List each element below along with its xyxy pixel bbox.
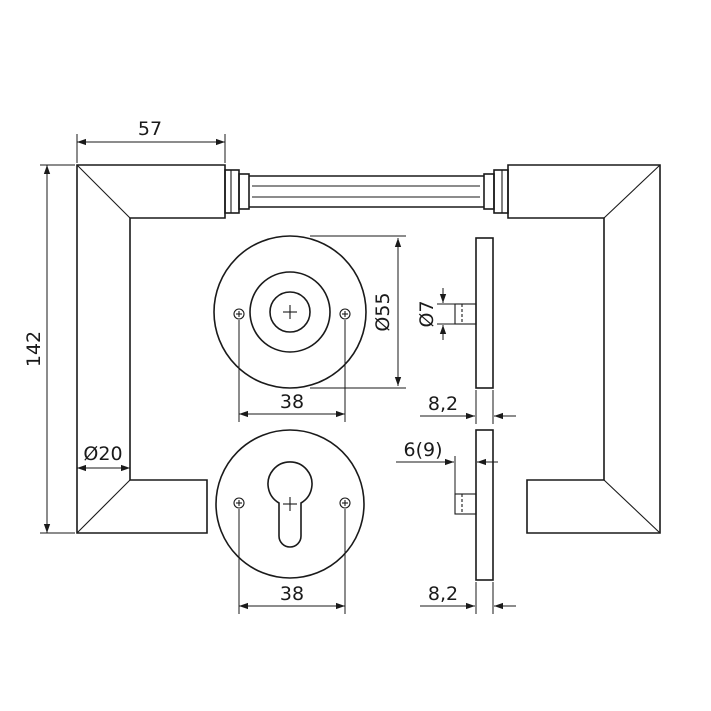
dimension-screw-spacing-cylinder: 38 — [238, 509, 346, 614]
dimension-rose-thickness-bottom: 8,2 — [420, 582, 516, 614]
label-height: 142 — [23, 331, 45, 367]
label-handle-diameter: Ø20 — [83, 443, 122, 465]
screw-right — [339, 308, 351, 320]
label-rose-thickness-top: 8,2 — [428, 393, 458, 415]
label-spindle-offset: 6(9) — [403, 439, 442, 461]
dimension-lever-length: 57 — [76, 118, 226, 163]
dimension-handle-diameter: Ø20 — [77, 443, 130, 472]
dimension-screw-spacing-round: 38 — [238, 320, 346, 422]
right-lever-handle — [483, 164, 661, 534]
side-view-round-rose — [454, 237, 494, 389]
cylinder-rose — [215, 429, 365, 579]
dimension-spindle-offset: 6(9) — [396, 439, 498, 494]
dimension-rose-thickness-top: 8,2 — [420, 390, 516, 424]
round-rose — [213, 235, 367, 389]
screw-left — [233, 308, 245, 320]
label-screw-spacing-round: 38 — [280, 391, 304, 413]
label-rose-thickness-bottom: 8,2 — [428, 583, 458, 605]
spindle-bar — [249, 175, 484, 208]
screw-right — [339, 497, 351, 509]
left-lever-handle — [76, 164, 250, 534]
dimension-height: 142 — [23, 164, 75, 534]
dimension-spindle-diameter: Ø7 — [416, 288, 455, 340]
label-spindle-diameter: Ø7 — [416, 300, 438, 327]
dimension-rose-diameter: Ø55 — [310, 235, 406, 389]
screw-left — [233, 497, 245, 509]
label-lever-length: 57 — [138, 118, 162, 140]
label-screw-spacing-cylinder: 38 — [280, 583, 304, 605]
side-view-cylinder-rose — [454, 429, 494, 581]
label-rose-diameter: Ø55 — [372, 292, 394, 331]
